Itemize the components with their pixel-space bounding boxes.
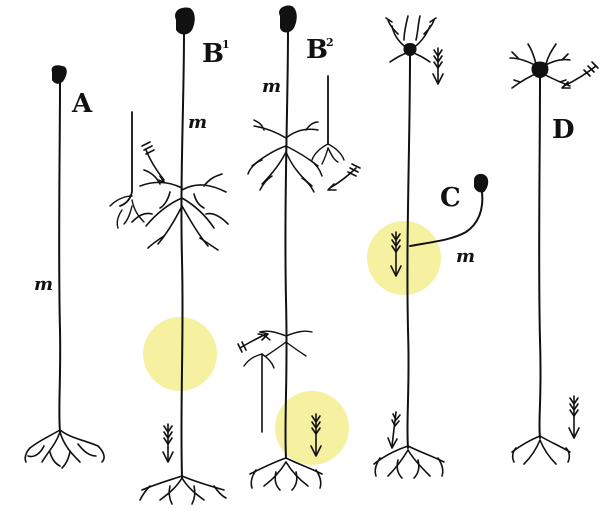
neuron-a: A m [25,65,104,468]
axon [59,82,60,432]
label-d: D [552,115,575,145]
cell-body [279,5,297,32]
process-label-b1: m [188,112,207,133]
afferent-terminal [312,144,344,164]
cell-body [474,174,488,193]
cell-body [175,8,195,35]
afferent-fiber [120,112,132,206]
collateral-terminal [244,354,274,368]
process-label-c: m [456,246,475,267]
terminal-arbor [512,436,570,464]
label-b1: B [202,39,224,69]
cell-body [403,43,416,56]
label-a: A [71,89,93,119]
axon [285,32,288,458]
neuron-d: D [510,44,598,464]
feathered-arrow-icon [238,332,268,352]
label-b1-superscript: 1 [222,38,230,51]
terminal-arbor [374,446,444,478]
dendritic-arbor [132,170,228,250]
feathered-arrow-icon [569,396,579,438]
label-b2: B [306,35,328,65]
label-c: C [440,183,461,213]
process-label-a: m [34,274,53,295]
terminal-arbor [140,476,226,504]
feathered-arrow-icon [433,48,443,84]
highlight-circle-b1 [143,317,217,391]
highlight-circle-c [367,221,441,295]
feathered-arrow-icon [163,424,173,462]
feathered-arrow-icon [562,62,598,88]
neuron-b1: B 1 m [110,8,230,505]
axon [181,34,184,478]
terminal-arbor [25,430,104,468]
feathered-arrow-icon [388,412,400,448]
label-b2-superscript: 2 [326,36,334,49]
process-label-b2: m [262,76,281,97]
feathered-arrow-icon [328,164,360,190]
axon [539,78,540,438]
cell-body [52,65,67,84]
